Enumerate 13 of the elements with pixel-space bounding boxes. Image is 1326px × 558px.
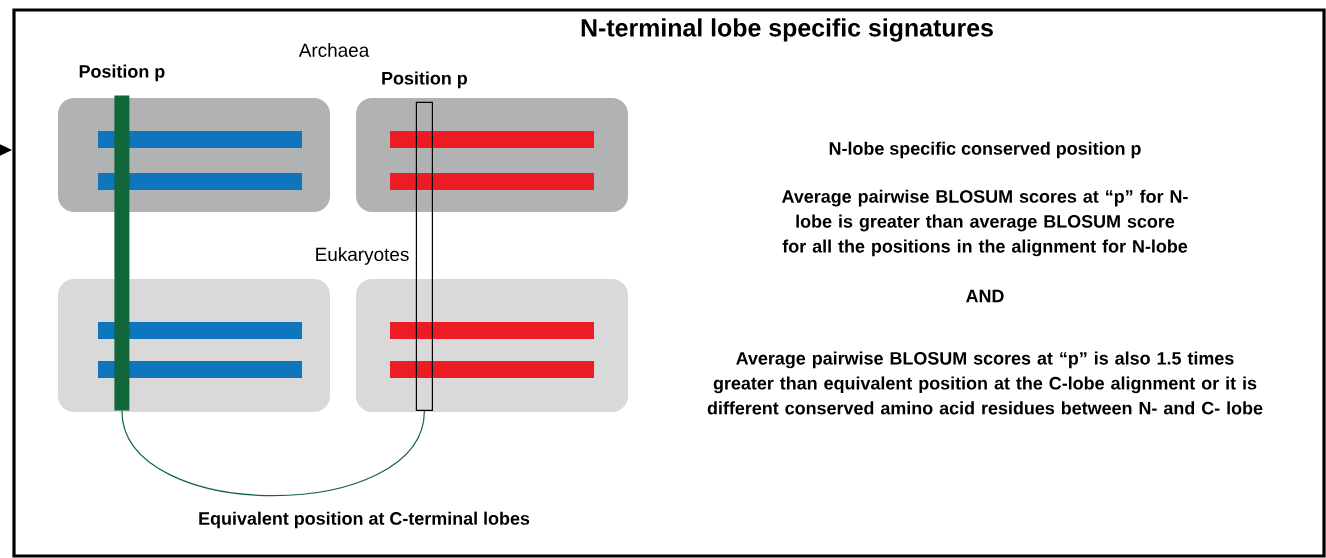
column-label: Position p [382,71,467,89]
connector-curve [121,410,425,497]
operator-label: AND [966,289,1004,303]
heading: N-lobe specific conserved position p [829,141,1141,159]
column-label: Position p [79,64,165,82]
highlighted-column [114,95,130,411]
column-outline [415,101,433,411]
criterion-text: Average pairwise BLOSUM scores at “p” is also 1.5 times greater than equivalent position at the C-lobe alignment or it is different conserved amino acid residues between N- and C- lobe [707,351,1263,415]
frame [12,8,1326,558]
criterion-text: Average pairwise BLOSUM scores at “p” for N-lobe is greater than average BLOSUM score for all the positions in the alignment for N-lobe [782,189,1188,257]
title: N-terminal lobe specific signatures [581,18,993,42]
caption: Equivalent position at C-terminal lobes [199,511,530,529]
group-label: Archaea [298,43,370,57]
